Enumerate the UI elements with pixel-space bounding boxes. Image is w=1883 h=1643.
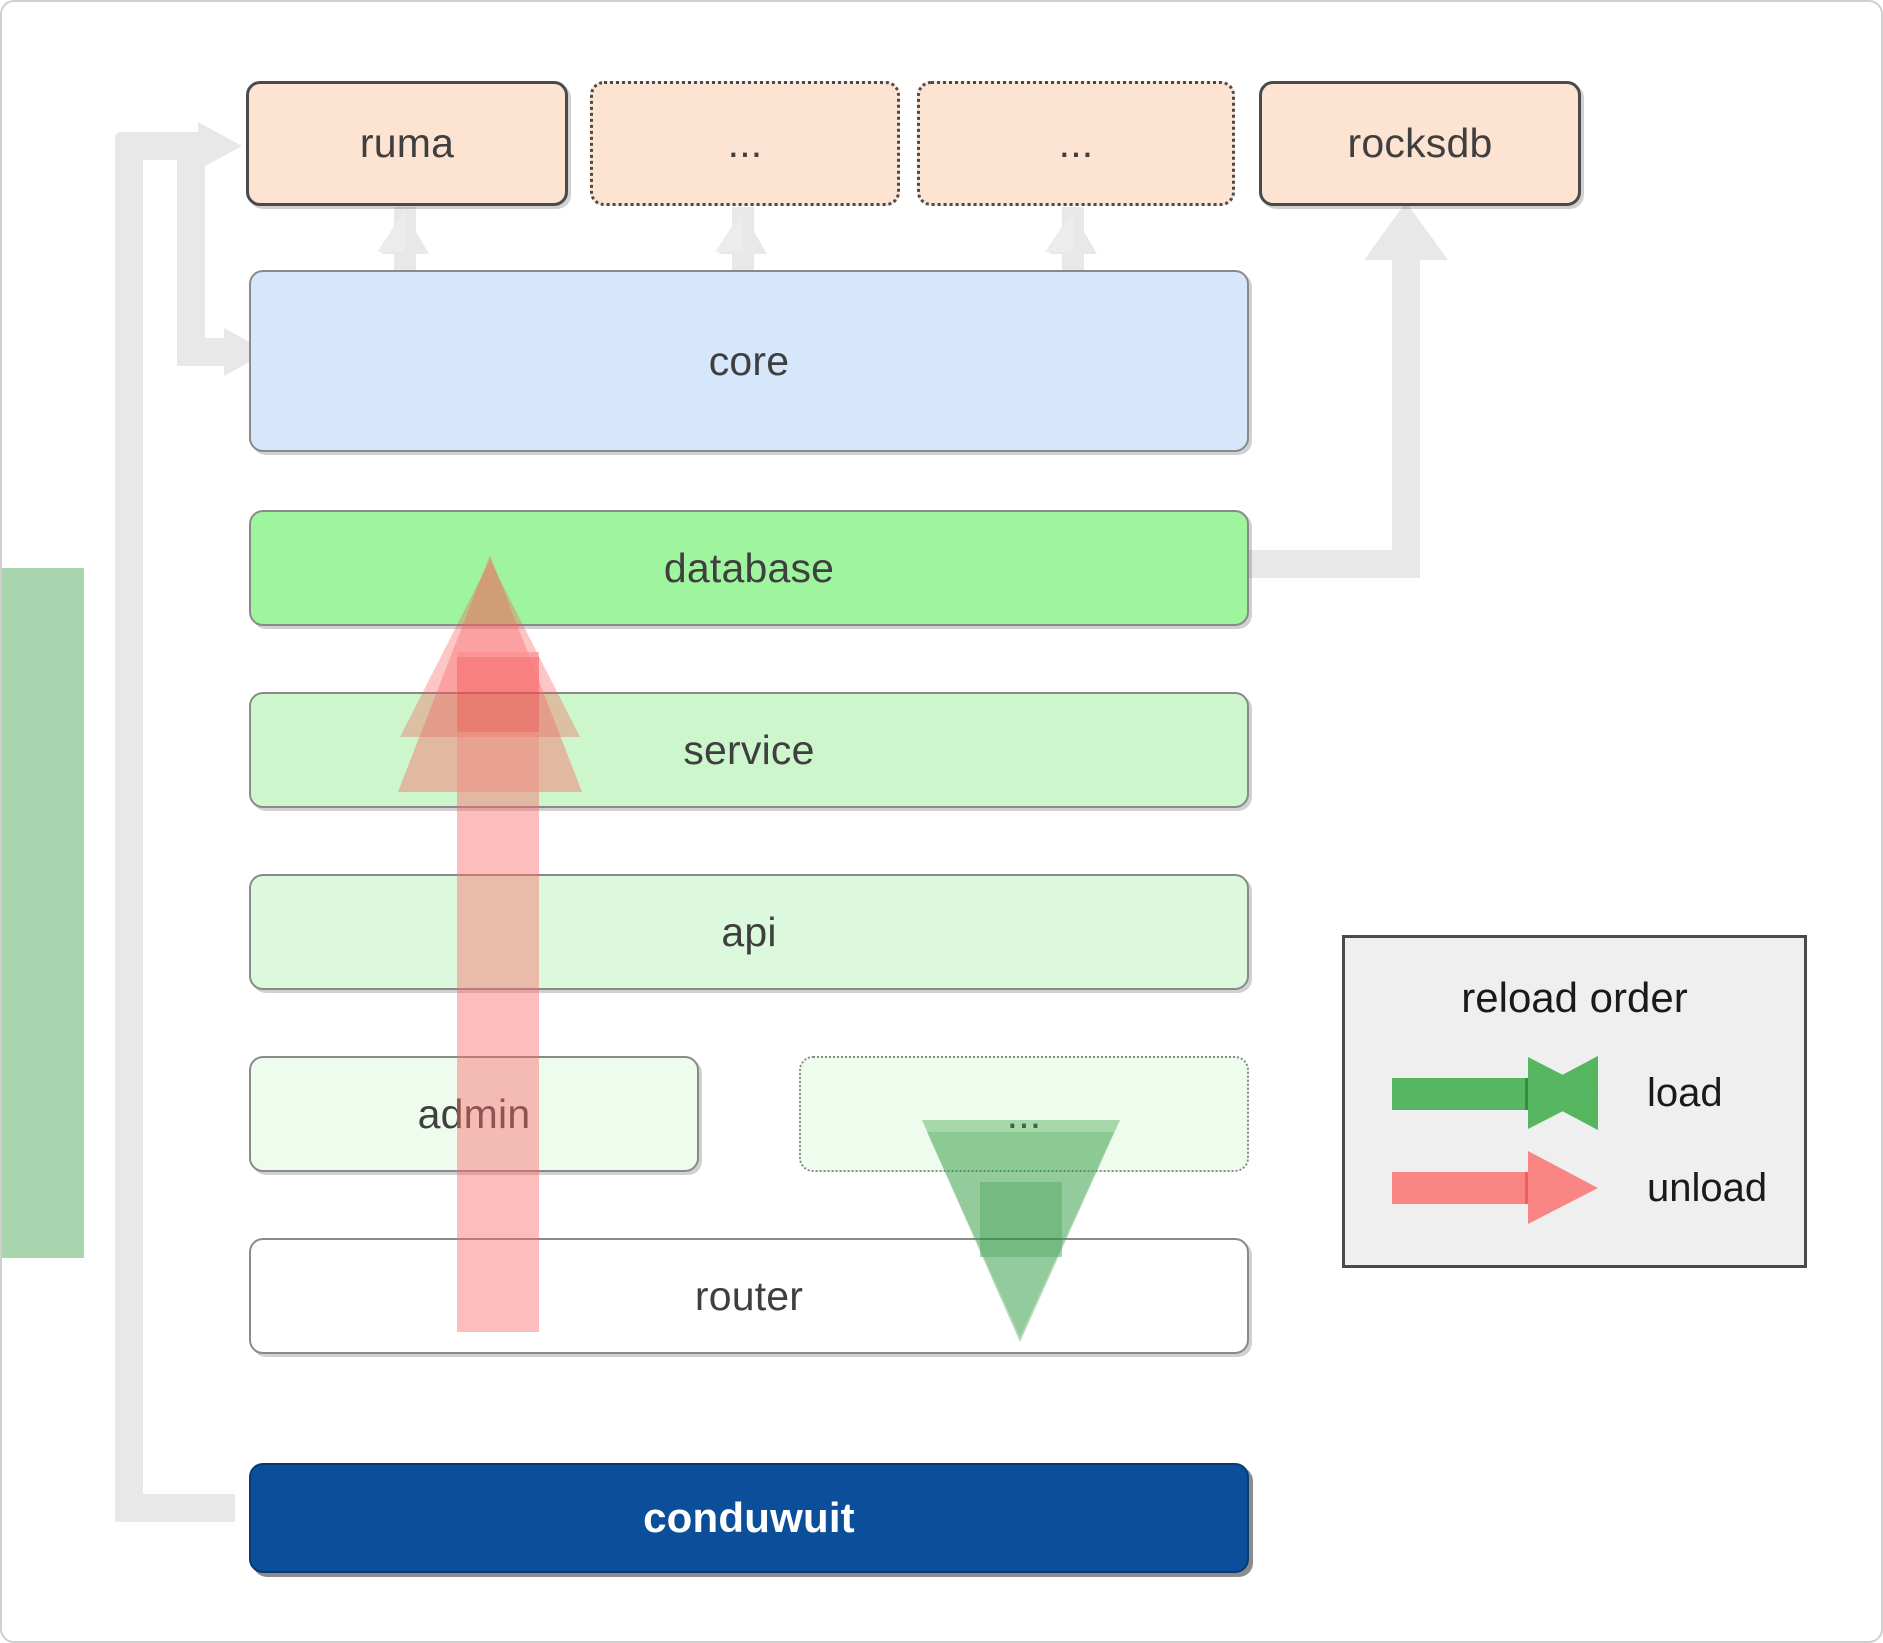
module-label-ellipsis-2: ... — [1058, 120, 1094, 166]
module-box-ellipsis-1[interactable]: ... — [590, 81, 900, 206]
legend-load-arrow-icon — [1392, 1056, 1598, 1130]
layer-label-database: database — [663, 544, 835, 591]
layer-box-api[interactable]: api — [249, 874, 1249, 990]
layer-label-api: api — [721, 908, 777, 955]
module-label-ruma: ruma — [359, 120, 455, 166]
layer-label-ellipsis-3: ... — [1006, 1090, 1042, 1137]
connector-inner-trunk — [177, 142, 205, 352]
arrow-core-to-ruma-icon — [377, 207, 429, 272]
legend-panel: reload order load unload — [1342, 935, 1807, 1268]
arrow-core-to-ellipsis-2-icon — [1045, 207, 1097, 272]
connector-conduwuit-trunk — [115, 132, 143, 1522]
module-box-ellipsis-2[interactable]: ... — [917, 81, 1235, 206]
legend-title: reload order — [1461, 974, 1688, 1021]
layer-label-service: service — [683, 726, 815, 773]
root-box-conduwuit[interactable]: conduwuit — [249, 1463, 1249, 1573]
module-box-ruma[interactable]: ruma — [246, 81, 568, 206]
layer-box-database[interactable]: database — [249, 510, 1249, 626]
layer-label-admin: admin — [417, 1090, 531, 1137]
layer-label-core: core — [708, 337, 790, 384]
layer-label-router: router — [694, 1272, 804, 1319]
layer-box-ellipsis-3[interactable]: ... — [799, 1056, 1249, 1172]
legend-arrows — [1392, 1056, 1598, 1224]
layer-box-core[interactable]: core — [249, 270, 1249, 452]
layer-box-router[interactable]: router — [249, 1238, 1249, 1354]
legend-label-unload: unload — [1647, 1166, 1768, 1210]
module-label-rocksdb: rocksdb — [1347, 120, 1493, 166]
connector-to-core-horizontal — [177, 338, 232, 366]
arrow-core-to-ellipsis-1-icon — [715, 207, 767, 272]
layer-box-admin[interactable]: admin — [249, 1056, 699, 1172]
legend-unload-arrow-icon — [1392, 1151, 1598, 1224]
connector-conduwuit-stub — [115, 1494, 235, 1522]
legend-label-load: load — [1647, 1071, 1723, 1115]
layer-box-service[interactable]: service — [249, 692, 1249, 808]
module-box-rocksdb[interactable]: rocksdb — [1259, 81, 1581, 206]
root-label-conduwuit: conduwuit — [643, 1494, 855, 1541]
connector-database-to-rocksdb-vertical — [1392, 232, 1420, 578]
module-label-ellipsis-1: ... — [727, 120, 763, 166]
